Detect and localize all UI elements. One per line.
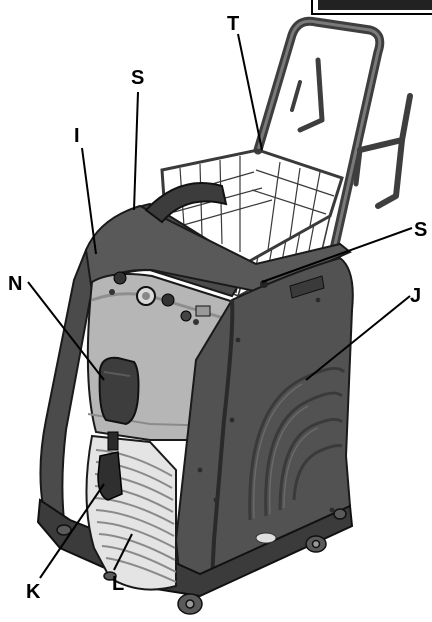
machine-body	[36, 182, 354, 598]
label-S-top: S	[131, 67, 144, 89]
label-S-right: S	[414, 219, 427, 241]
label-I: I	[74, 125, 80, 147]
castor-wheels	[56, 508, 347, 615]
water-tank-door	[98, 356, 140, 426]
callout-labels: T S I S N J K L	[8, 13, 427, 603]
label-K: K	[26, 581, 41, 603]
label-L: L	[112, 573, 124, 595]
label-J: J	[410, 285, 421, 307]
leader-lines	[27, 33, 413, 579]
handle-frame	[253, 16, 413, 263]
boiler-grille	[85, 431, 177, 591]
label-N: N	[8, 273, 22, 295]
control-knobs	[109, 271, 211, 325]
corner-frame	[311, 0, 432, 15]
latch	[97, 451, 123, 501]
label-T: T	[227, 13, 239, 35]
